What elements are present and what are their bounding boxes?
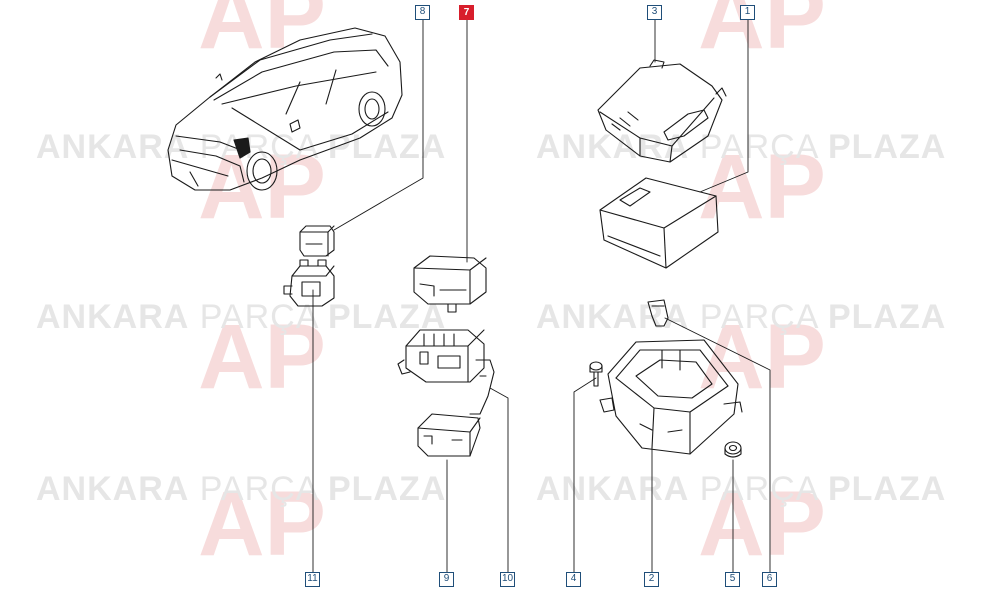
watermark-text: ANKARA PARÇA PLAZA [36, 470, 447, 508]
watermark-text: ANKARA PARÇA PLAZA [536, 470, 947, 508]
callout-4[interactable]: 4 [566, 572, 581, 587]
callout-6[interactable]: 6 [762, 572, 777, 587]
callout-2[interactable]: 2 [644, 572, 659, 587]
callout-8[interactable]: 8 [415, 5, 430, 20]
watermark-logo: AP [198, 0, 326, 68]
part-11-relay-socket [283, 259, 335, 307]
callout-3[interactable]: 3 [647, 5, 662, 20]
part-10-fuse-holder [397, 329, 495, 415]
watermark-logo: AP [198, 136, 326, 238]
part-2-ecu-tray [599, 339, 743, 455]
leader-line-6 [664, 317, 771, 575]
callout-7[interactable]: 7 [459, 5, 474, 20]
leader-line-8 [333, 19, 424, 231]
watermark-logo: AP [698, 0, 826, 68]
car-illustration [167, 27, 403, 191]
watermark-text: ANKARA PARÇA PLAZA [536, 128, 947, 166]
watermark-text: ANKARA PARÇA PLAZA [36, 298, 447, 336]
part-7-control-module [413, 255, 487, 313]
part-8-relay [299, 225, 335, 257]
part-4-bolt [589, 361, 603, 387]
callout-11[interactable]: 11 [305, 572, 320, 587]
part-3-ecu-cover [597, 59, 727, 163]
part-6-clip [647, 299, 669, 327]
part-1-ecu [599, 177, 719, 269]
part-5-grommet [724, 441, 742, 458]
callout-10[interactable]: 10 [500, 572, 515, 587]
callout-9[interactable]: 9 [439, 572, 454, 587]
watermark-text: ANKARA PARÇA PLAZA [536, 298, 947, 336]
callout-5[interactable]: 5 [725, 572, 740, 587]
leader-line-1 [699, 19, 749, 193]
part-9-fuse-cover [417, 413, 481, 457]
callout-1[interactable]: 1 [740, 5, 755, 20]
watermark-logo: AP [698, 473, 826, 575]
watermark-logo: AP [698, 306, 826, 408]
watermark-logo: AP [198, 306, 326, 408]
leader-line-10 [489, 387, 509, 575]
watermark-logo: AP [198, 473, 326, 575]
watermark-logo: AP [698, 136, 826, 238]
leader-line-4 [573, 377, 597, 575]
leader-lines [312, 19, 771, 575]
